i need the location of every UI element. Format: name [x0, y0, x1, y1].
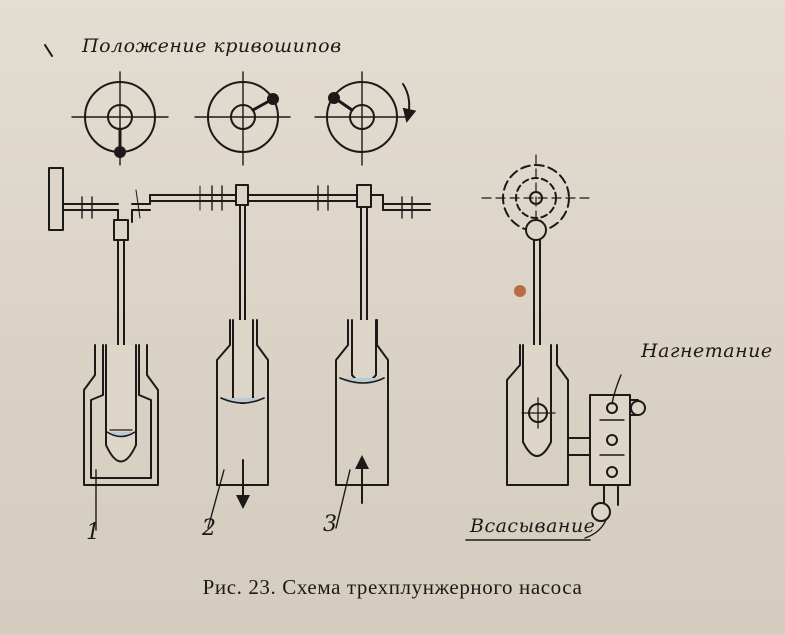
crosshead-3 — [356, 184, 372, 208]
crosshead-1 — [113, 219, 129, 241]
crank-pin-2 — [267, 93, 279, 105]
suction-label: Всасывание — [470, 515, 596, 537]
liquid-level-2 — [220, 397, 265, 404]
crosshead-2 — [235, 184, 249, 206]
paper-stain — [514, 285, 526, 297]
discharge-outlet — [630, 400, 646, 416]
plunger-number-1: 1 — [86, 520, 100, 545]
crank-symbol-3 — [314, 71, 417, 166]
label-leader — [44, 44, 53, 57]
rotation-arrow — [402, 83, 417, 123]
liquid-level-1 — [106, 431, 136, 438]
cylinder-1 — [83, 344, 159, 486]
plunger-1 — [105, 344, 137, 463]
discharge-label: Нагнетание — [641, 340, 773, 362]
figure-caption: Рис. 23. Схема трехплунжерного насоса — [202, 575, 583, 599]
crank-symbol-2 — [194, 71, 291, 166]
plunger-unit-1 — [83, 219, 159, 531]
plunger-unit-3 — [335, 184, 389, 529]
crank-pin-side — [525, 219, 547, 241]
plunger-side — [522, 344, 552, 457]
liquid-level-3 — [339, 377, 385, 384]
crank-positions-label: Положение кривошипов — [82, 35, 342, 57]
plunger-3 — [351, 319, 377, 384]
plunger-unit-2 — [207, 184, 269, 529]
suction-leader — [584, 519, 607, 539]
plunger-number-3: 3 — [323, 512, 337, 537]
suction-inlet — [591, 502, 611, 522]
crank-pin-1 — [114, 146, 126, 158]
cylinder-side — [506, 344, 569, 486]
crank-symbol-1 — [71, 71, 169, 166]
plunger-number-2: 2 — [202, 516, 216, 541]
discharge-leader — [611, 374, 622, 405]
pump-side-view — [481, 154, 646, 539]
flywheel — [48, 167, 64, 231]
crank-pin-3 — [328, 92, 340, 104]
crankshaft — [48, 167, 431, 231]
plunger-2 — [232, 319, 254, 404]
